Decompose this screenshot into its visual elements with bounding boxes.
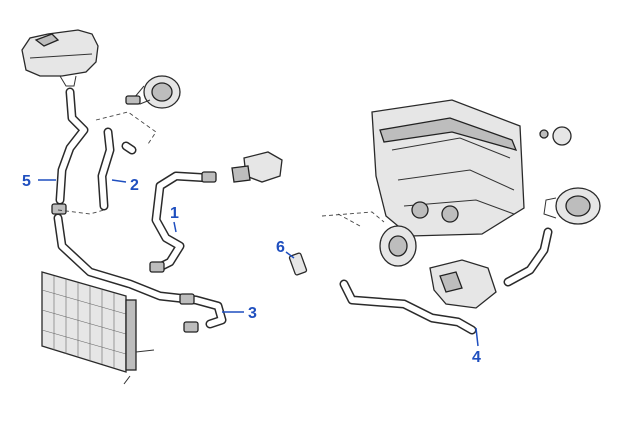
sleeve-6 [288,252,308,276]
expansion-tank [21,29,99,87]
callout-3: 3 [222,305,257,322]
callout-5: 5 [22,173,56,190]
callout-1: 1 [170,205,179,233]
lower-hose-3 [53,213,227,333]
callout-6: 6 [276,239,295,259]
cylinder-head [371,99,525,237]
callout-label-6: 6 [276,239,285,256]
hose-2 [97,127,137,211]
callout-label-4: 4 [472,349,481,366]
throttle-body [543,187,601,225]
coolant-outlet-flange [125,75,181,109]
callout-label-5: 5 [22,173,31,190]
hose-1 [149,171,217,273]
callout-label-3: 3 [248,305,257,322]
callout-label-2: 2 [130,177,139,194]
callout-4: 4 [472,327,481,366]
thermostat-housing [231,151,283,183]
temperature-sender [539,126,572,146]
callout-2: 2 [111,177,139,194]
thermostat-housing-4 [339,227,553,335]
water-pump [379,225,417,267]
hose-5 [51,87,89,215]
radiator [41,271,155,385]
callout-label-1: 1 [170,205,179,222]
